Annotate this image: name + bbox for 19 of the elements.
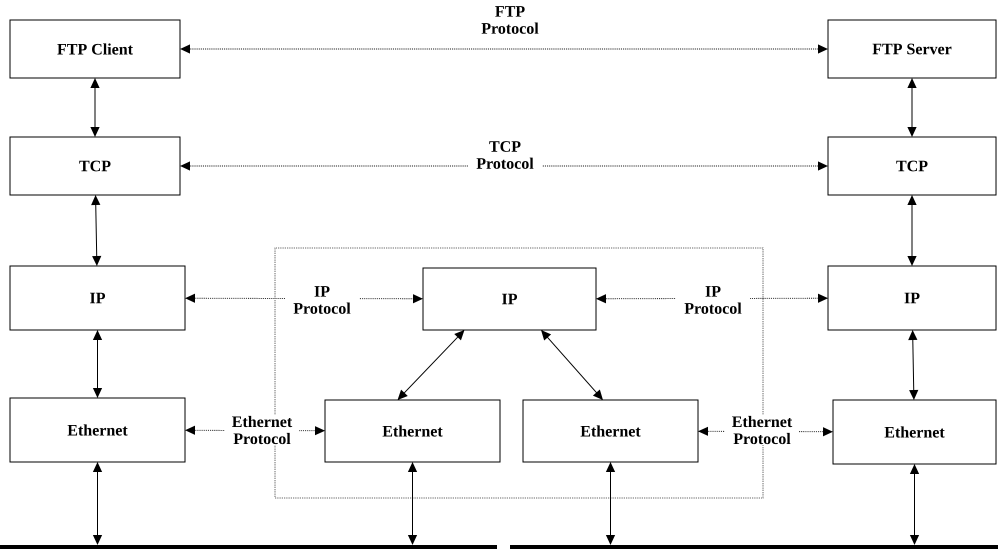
protocol-box: Ethernet	[832, 400, 996, 464]
protocol-box: IP	[10, 266, 186, 330]
arrow	[398, 330, 464, 400]
protocol-box: TCP	[10, 136, 180, 196]
protocol-box: Ethernet	[10, 398, 186, 462]
protocol-box: Ethernet	[324, 400, 500, 462]
edge-label: Ethernet Protocol	[725, 414, 799, 446]
edge-label: IP Protocol	[676, 285, 750, 315]
edge-label: FTP Protocol	[473, 5, 547, 35]
protocol-box: TCP	[828, 136, 996, 196]
edge-label: Ethernet Protocol	[225, 414, 299, 446]
protocol-box: IP	[828, 266, 996, 330]
protocol-box: FTP Server	[828, 20, 996, 78]
edge-label: IP Protocol	[285, 285, 359, 315]
arrow	[541, 330, 603, 400]
protocol-box: IP	[422, 268, 596, 330]
edge-label: TCP Protocol	[468, 140, 542, 170]
protocol-box: FTP Client	[10, 20, 180, 78]
protocol-box: Ethernet	[522, 400, 698, 462]
